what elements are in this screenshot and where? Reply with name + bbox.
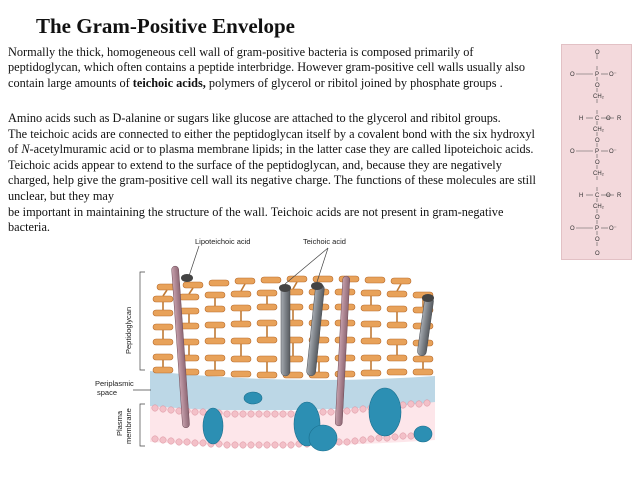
chem-ch2: CH₂ [593, 171, 605, 177]
chem-r: R [617, 193, 622, 199]
membrane-proteins [202, 387, 433, 452]
chem-o-minus: O⁻ [609, 72, 617, 78]
p3-text-end: -acetylmuramic acid or to plasma membran… [8, 142, 536, 203]
label-lipoteichoic-acid: Lipoteichoic acid [195, 237, 250, 246]
chem-ch2: CH₂ [593, 204, 605, 210]
chem-o: O [595, 215, 600, 221]
paragraph-teichoic-intro: Normally the thick, homogeneous cell wal… [8, 45, 540, 91]
periplasmic-space-band [150, 371, 435, 411]
p3-text: The teichoic acids are connected to eith… [8, 127, 535, 157]
p1-text-end: polymers of glycerol or ribitol joined b… [205, 75, 503, 90]
peptidoglycan-layers [152, 275, 434, 379]
label-periplasmic: Periplasmic [95, 379, 134, 388]
page-title: The Gram-Positive Envelope [36, 14, 295, 38]
n-italic: N [21, 142, 30, 157]
label-space: space [97, 388, 117, 397]
label-peptidoglycan: Peptidoglycan [124, 307, 133, 354]
chem-c: C [595, 193, 600, 199]
teichoic-acid-rods [280, 284, 434, 377]
chem-h: H [579, 116, 583, 122]
chem-o: O [606, 193, 611, 199]
chem-p: P [595, 72, 599, 78]
rod-cap [311, 282, 323, 290]
cell-envelope-illustration: Lipoteichoic acid Teichoic acid Peptidog… [95, 236, 455, 472]
chem-o-minus: O⁻ [609, 149, 617, 155]
chem-o: O [595, 251, 600, 257]
paragraph-teichoic-connections: The teichoic acids are connected to eith… [8, 127, 540, 204]
label-membrane: membrane [124, 408, 133, 444]
chem-o: O [570, 226, 575, 232]
region-brackets [133, 245, 329, 447]
teichoic-acid-structure: O O P O⁻ O CH₂ H C O R CH₂ O O P O⁻ O CH… [561, 44, 632, 260]
chem-o: O [606, 116, 611, 122]
teichoic-acids-term: teichoic acids, [132, 75, 206, 90]
chem-o: O [595, 83, 600, 89]
chem-o: O [595, 50, 600, 56]
p1-text: Normally the thick, homogeneous cell wal… [8, 45, 526, 90]
label-teichoic-acid: Teichoic acid [303, 237, 346, 246]
chem-o: O [595, 138, 600, 144]
label-plasma: Plasma [115, 410, 124, 436]
chem-ch2: CH₂ [593, 94, 605, 100]
chem-o: O [570, 149, 575, 155]
paragraph-wall-structure: be important in maintaining the structur… [8, 205, 504, 235]
paragraph-amino-acids: Amino acids such as D-alanine or sugars … [8, 111, 501, 125]
rod-cap [422, 294, 434, 302]
chem-o: O [595, 237, 600, 243]
chem-p: P [595, 149, 599, 155]
rod-cap [181, 274, 193, 282]
chem-o: O [570, 72, 575, 78]
chem-h: H [579, 193, 583, 199]
chem-r: R [617, 116, 622, 122]
chem-c: C [595, 116, 600, 122]
chem-o-minus: O⁻ [609, 226, 617, 232]
lipoteichoic-acid-rods [171, 265, 350, 429]
chem-o: O [595, 160, 600, 166]
chem-ch2: CH₂ [593, 127, 605, 133]
chem-p: P [595, 226, 599, 232]
rod-cap [279, 284, 291, 292]
